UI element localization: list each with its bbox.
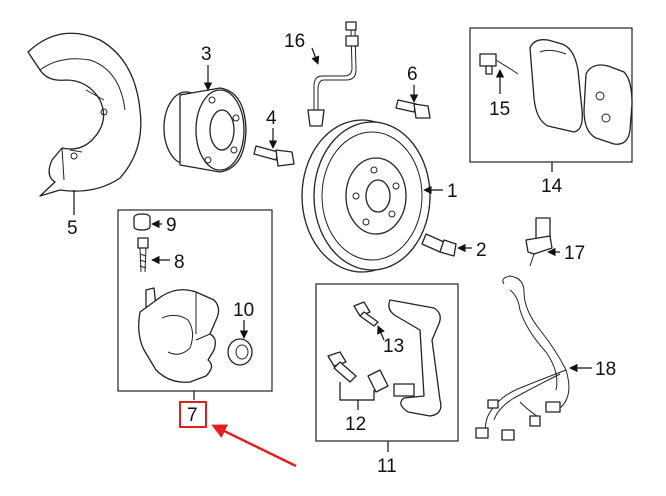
callout-18: 18: [595, 359, 616, 380]
callout-2: 2: [476, 240, 487, 261]
abs-sensor-part[interactable]: [525, 217, 553, 267]
caliper-bracket-part[interactable]: [388, 299, 442, 417]
callout-12: 12: [345, 414, 366, 435]
bleeder-cap-part[interactable]: [133, 213, 151, 231]
callout-1: 1: [447, 181, 458, 202]
callout-3: 3: [201, 44, 212, 65]
callout-17: 17: [564, 243, 585, 264]
bleeder-screw-part[interactable]: [137, 237, 149, 273]
callout-8: 8: [174, 252, 185, 273]
guide-pin-part[interactable]: [327, 351, 389, 393]
hub-bolt-part[interactable]: [253, 145, 295, 167]
piston-seal-part[interactable]: [227, 338, 253, 366]
wheel-stud-part[interactable]: [421, 233, 457, 257]
caliper-box: [117, 209, 273, 392]
callout-10: 10: [233, 300, 254, 321]
callout-4: 4: [266, 108, 277, 129]
hub-bearing-part[interactable]: [163, 87, 247, 173]
wiring-harness-part[interactable]: [475, 275, 570, 441]
callout-9: 9: [166, 215, 177, 236]
wear-sensor-part[interactable]: [479, 53, 519, 75]
caliper-bracket-box: [315, 283, 459, 442]
highlight-box: [179, 401, 207, 428]
callout-13: 13: [383, 336, 404, 357]
callout-11: 11: [377, 456, 397, 477]
brake-rotor-part[interactable]: [301, 119, 431, 273]
callout-6: 6: [407, 64, 418, 85]
brake-pads-part[interactable]: [529, 39, 633, 145]
callout-7: 7: [187, 405, 198, 426]
red-pointer-arrow: [211, 424, 297, 468]
splash-shield-part[interactable]: [27, 32, 142, 197]
brake-caliper-part[interactable]: [138, 287, 220, 383]
callout-14: 14: [541, 176, 563, 197]
caliper-bracket-bolt-part[interactable]: [395, 99, 431, 119]
callout-15: 15: [489, 99, 510, 120]
brake-hose-part[interactable]: [307, 21, 359, 127]
guide-pin-bolt-part[interactable]: [353, 301, 379, 327]
callout-5: 5: [67, 218, 78, 239]
callout-16: 16: [284, 31, 305, 52]
